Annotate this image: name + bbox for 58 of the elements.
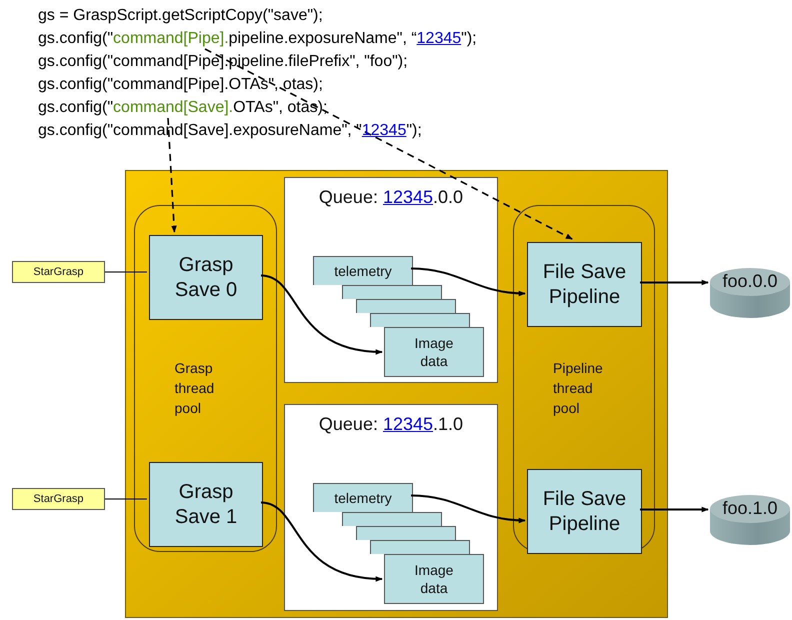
cylinder-label: foo.1.0	[722, 497, 778, 519]
arrow	[410, 494, 526, 524]
data-card	[356, 299, 456, 313]
tag-box	[12, 261, 105, 283]
cylinder-label: foo.0.0	[722, 270, 778, 292]
container-panel	[125, 170, 668, 618]
card-label: Image data	[414, 561, 454, 597]
arrow	[410, 268, 526, 296]
process-box	[527, 242, 642, 327]
group-label: Grasp thread pool	[174, 359, 216, 418]
queue-heading: Queue: 12345.0.0	[318, 186, 464, 209]
queue-panel	[284, 404, 498, 611]
tag-label: StarGrasp	[33, 265, 84, 279]
queue-panel	[284, 177, 498, 383]
code-line: gs.config("command[Pipe].pipeline.filePrefix", "foo");	[38, 52, 408, 72]
box-label: File Save Pipeline	[542, 260, 628, 310]
arrow	[260, 274, 383, 354]
data-card	[384, 554, 484, 604]
card-label: telemetry	[334, 489, 392, 507]
arrow	[640, 506, 709, 512]
group-label: Pipeline thread pool	[553, 359, 604, 418]
code-line: gs.config("command[Save].OTAs", otas);	[38, 98, 328, 118]
process-box	[149, 462, 263, 547]
data-card	[384, 327, 484, 377]
link: 12345	[382, 414, 434, 434]
thread-pool-group	[134, 205, 277, 552]
card-label: Image data	[414, 334, 454, 370]
data-card	[342, 285, 442, 299]
code-line: gs = GraspScript.getScriptCopy("save");	[38, 6, 323, 26]
tag-label: StarGrasp	[33, 492, 84, 506]
storage-cylinder	[708, 266, 792, 320]
arrow	[260, 502, 383, 582]
box-label: File Save Pipeline	[542, 486, 628, 536]
storage-cylinder	[708, 493, 792, 547]
link: 12345	[416, 30, 462, 47]
link: 12345	[382, 187, 434, 207]
code-line: gs.config("command[Pipe].OTAs", otas);	[38, 75, 323, 95]
connector-line	[104, 498, 148, 500]
card-label: telemetry	[334, 262, 392, 280]
tag-box	[12, 488, 105, 510]
code-line: gs.config("command[Pipe].pipeline.exposureName", “12345");	[38, 29, 477, 49]
process-box	[527, 469, 642, 554]
dashed-arrow	[204, 48, 573, 240]
data-card	[370, 313, 470, 327]
process-box	[149, 235, 263, 320]
data-card	[342, 512, 442, 526]
dashed-arrow	[167, 118, 177, 233]
thread-pool-group	[513, 205, 655, 552]
arrow	[640, 280, 709, 286]
code-line: gs.config("command[Save].exposureName", "12345");	[38, 121, 422, 141]
data-card	[313, 256, 413, 285]
data-card	[356, 526, 456, 540]
box-label: Grasp Save 0	[174, 252, 238, 302]
box-label: Grasp Save 1	[174, 480, 238, 530]
link: 12345	[362, 122, 406, 139]
data-card	[370, 540, 470, 554]
data-card	[313, 483, 413, 512]
queue-heading: Queue: 12345.1.0	[318, 413, 464, 436]
